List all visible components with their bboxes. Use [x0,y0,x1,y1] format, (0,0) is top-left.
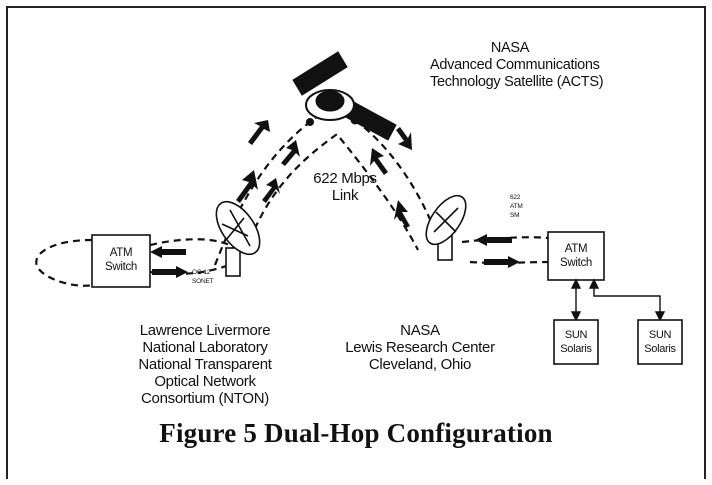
left-atm-switch-label: ATM Switch [104,247,138,273]
right-dish-icon [425,194,467,261]
flow-arrows [150,120,520,278]
left-link-outer [35,238,93,287]
arrow-right-top [475,234,512,246]
arrow-up-right [396,127,412,150]
arrow-down-right-2 [394,200,410,228]
right-atm-switch-box [547,231,605,281]
left-link-lower [149,262,233,276]
arrow-down-left [248,120,270,145]
sun-box-2 [637,319,683,365]
link-label: 622 Mbps Link [313,170,377,204]
left-atm-switch-box [91,234,151,288]
lewis-label: NASA Lewis Research Center Cleveland, Oh… [345,322,495,373]
acts-label: NASA Advanced Communications Technology … [430,40,604,90]
arrow-right-bottom [484,256,520,268]
arrow-down-right-1 [370,148,388,175]
arrow-left-bottom [152,266,188,278]
sun-box-1 [553,319,599,365]
left-dish-icon [215,200,261,277]
arrow-left-top [150,246,186,258]
figure-caption: Figure 5 Dual-Hop Configuration [159,418,553,448]
downlink-right-2 [339,137,419,251]
sun-solaris-1-label: SUN Solaris [560,329,592,355]
llnl-label: Lawrence Livermore National Laboratory N… [138,322,272,407]
arrow-up-left-1 [236,170,258,203]
uplink-left-1 [213,115,319,266]
sun-solaris-2-label: SUN Solaris [644,329,676,355]
arrow-up-left-2 [262,178,280,203]
oc12-sonet-label: OC-12 SONET [192,269,214,285]
uplink-left-2 [248,131,341,241]
arrow-up-left-3 [281,140,300,166]
satellite-icon [292,51,397,141]
left-link-upper [149,238,236,249]
atm-sm-label: 622 ATM SM [510,194,523,219]
right-atm-switch-label: ATM Switch [559,243,593,269]
